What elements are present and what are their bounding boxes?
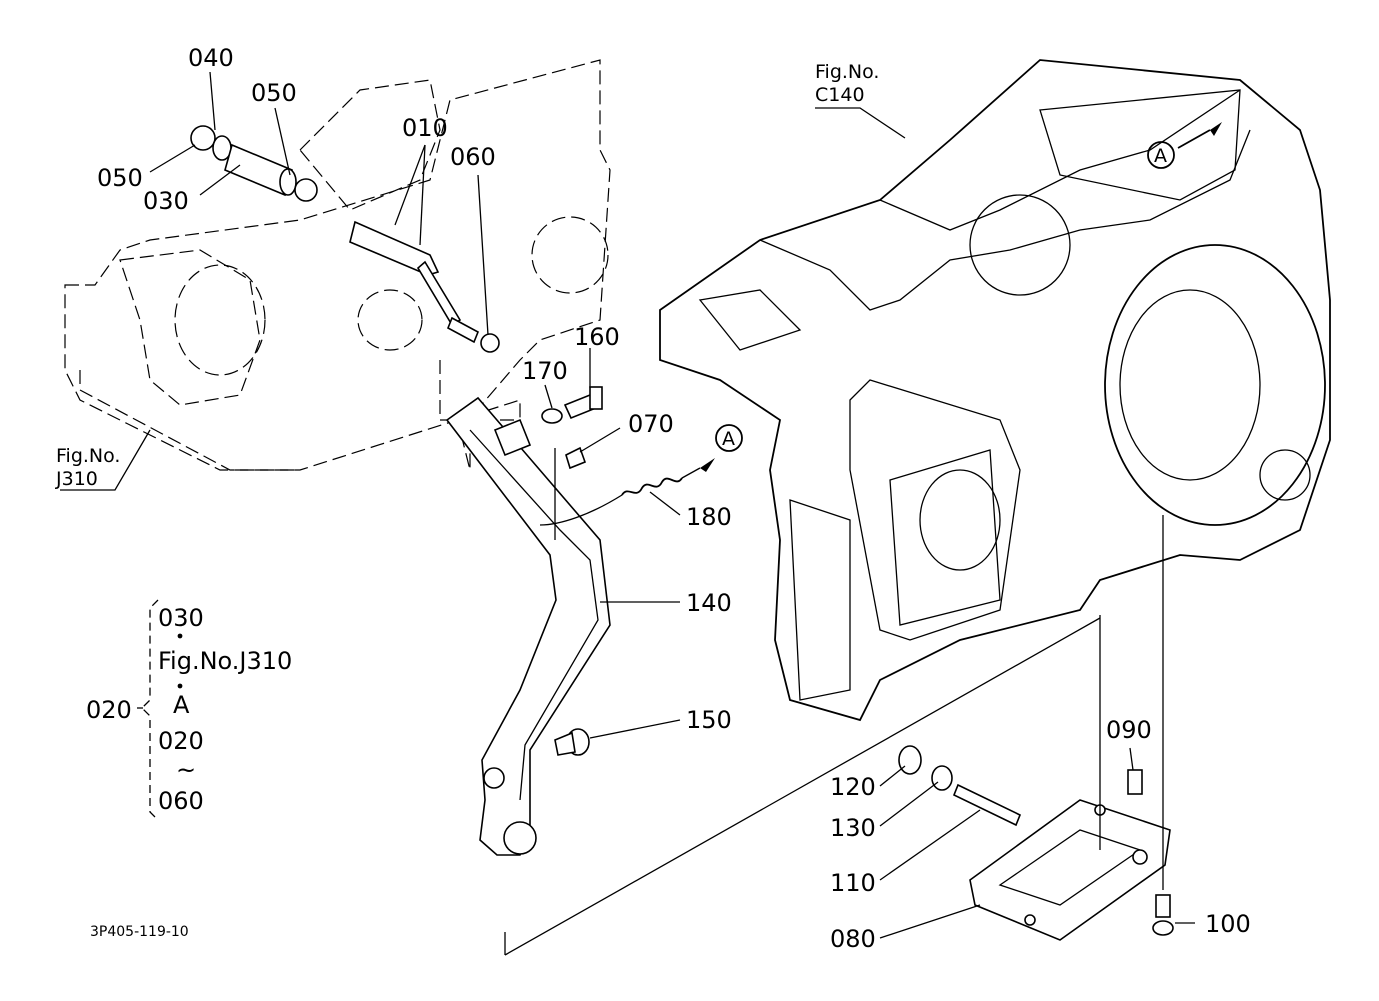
shaft-010 <box>349 220 500 353</box>
pin-090 <box>1127 769 1143 795</box>
cover-080 <box>969 799 1171 941</box>
legend-line-3: A <box>173 691 190 719</box>
legend-line-6: 060 <box>158 787 204 815</box>
callout-040: 040 <box>188 44 234 72</box>
leader-lines <box>60 71 1195 939</box>
marker-a2-arrow <box>1177 129 1211 149</box>
lever-140 <box>445 396 611 856</box>
fig-ref-j310-line1: Fig.No. <box>56 445 120 467</box>
callout-160: 160 <box>574 323 620 351</box>
legend-bracket <box>137 599 183 821</box>
legend-line-1: 030 <box>158 604 204 632</box>
callout-150: 150 <box>686 706 732 734</box>
washer-130 <box>931 765 953 791</box>
legend-line-2: Fig.No.J310 <box>158 647 292 675</box>
pin-110 <box>952 783 1022 827</box>
clip-070 <box>565 446 587 470</box>
callout-010: 010 <box>402 114 448 142</box>
plug-120 <box>898 745 922 775</box>
marker-a2-circle <box>1147 141 1175 169</box>
fig-ref-j310-line2: J310 <box>55 468 98 490</box>
callout-110: 110 <box>830 869 876 897</box>
legend-line-5: ~ <box>176 756 196 784</box>
callout-180: 180 <box>686 503 732 531</box>
drawing-code: 3P405-119-10 <box>90 924 189 940</box>
callout-100: 100 <box>1205 910 1251 938</box>
callout-120: 120 <box>830 773 876 801</box>
washer-170 <box>541 408 563 424</box>
fig-ref-c140-line2: C140 <box>815 84 865 106</box>
callout-140: 140 <box>686 589 732 617</box>
legend-line-4: 020 <box>158 727 204 755</box>
pin-150 <box>554 728 590 756</box>
pin-030-set <box>190 125 318 202</box>
callout-170: 170 <box>522 357 568 385</box>
fig-ref-c140-line1: Fig.No. <box>815 61 879 83</box>
align-line-3 <box>504 617 1101 956</box>
spring-180 <box>539 458 715 526</box>
callout-050-left: 050 <box>97 164 143 192</box>
marker-a2: A <box>1154 145 1167 167</box>
callout-060: 060 <box>450 143 496 171</box>
marker-a1: A <box>722 428 735 450</box>
bolt-100 <box>1152 894 1174 936</box>
callout-070: 070 <box>628 410 674 438</box>
callout-090: 090 <box>1106 716 1152 744</box>
housing-j310-outline <box>64 59 611 471</box>
marker-a1-circle <box>715 424 743 452</box>
callout-130: 130 <box>830 814 876 842</box>
arrow-head <box>1210 122 1222 136</box>
callout-050-top: 050 <box>251 79 297 107</box>
transmission-case <box>659 59 1331 722</box>
legend-group-label: 020 <box>86 696 132 724</box>
bolt-160 <box>563 386 603 420</box>
callout-030: 030 <box>143 187 189 215</box>
callout-080: 080 <box>830 925 876 953</box>
